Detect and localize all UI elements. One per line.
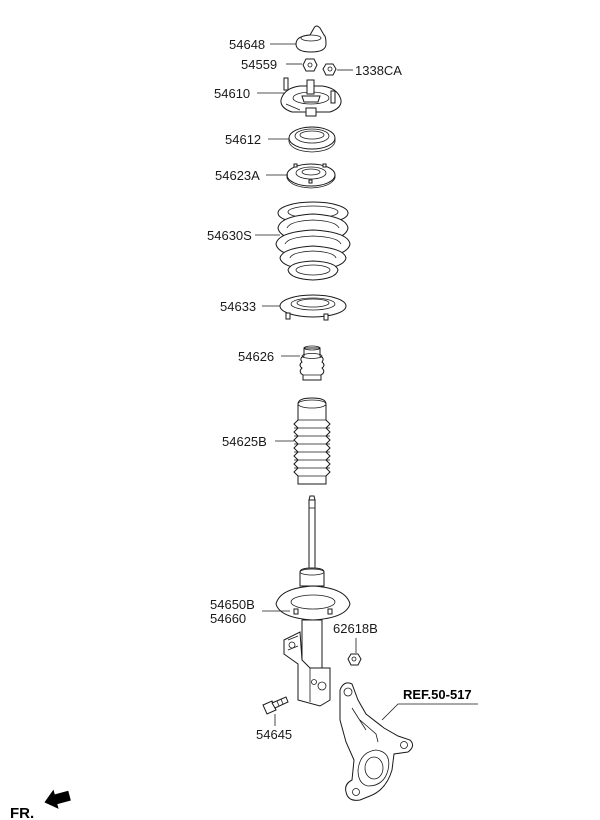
- label-54623A: 54623A: [215, 168, 260, 183]
- label-54626: 54626: [238, 349, 274, 364]
- part-54610-mount: [280, 77, 342, 117]
- label-54559: 54559: [241, 57, 277, 72]
- front-indicator: FR.: [10, 789, 71, 820]
- label-54610: 54610: [214, 86, 250, 101]
- label-54633: 54633: [220, 299, 256, 314]
- label-62618B: 62618B: [333, 621, 378, 636]
- label-54648: 54648: [229, 37, 265, 52]
- front-indicator-label: FR.: [10, 805, 34, 820]
- reference-label: REF.50-517: [403, 687, 472, 702]
- part-1338CA-nut: [322, 63, 337, 76]
- part-54648-cap: [295, 25, 327, 53]
- label-54650B: 54650B: [210, 597, 255, 612]
- label-54625B: 54625B: [222, 434, 267, 449]
- part-54650B-strut-assembly: [275, 495, 351, 707]
- part-54645-bolt: [262, 696, 289, 715]
- part-54559-nut: [302, 58, 318, 72]
- part-62618B-nut: [347, 653, 362, 666]
- label-54630S: 54630S: [207, 228, 252, 243]
- part-54633-pad: [279, 294, 347, 321]
- steering-knuckle: [339, 682, 414, 801]
- label-54612: 54612: [225, 132, 261, 147]
- part-54625B-dust-boot: [293, 397, 331, 485]
- part-54630S-spring: [275, 201, 351, 281]
- leader-reference: [381, 703, 478, 721]
- label-1338CA: 1338CA: [355, 63, 402, 78]
- label-54660: 54660: [210, 611, 246, 626]
- label-54645: 54645: [256, 727, 292, 742]
- part-54626-bump-stopper: [299, 345, 325, 381]
- part-54612-bearing: [288, 126, 336, 153]
- front-arrow-icon: [44, 789, 71, 809]
- part-54623A-upper-seat: [286, 163, 336, 189]
